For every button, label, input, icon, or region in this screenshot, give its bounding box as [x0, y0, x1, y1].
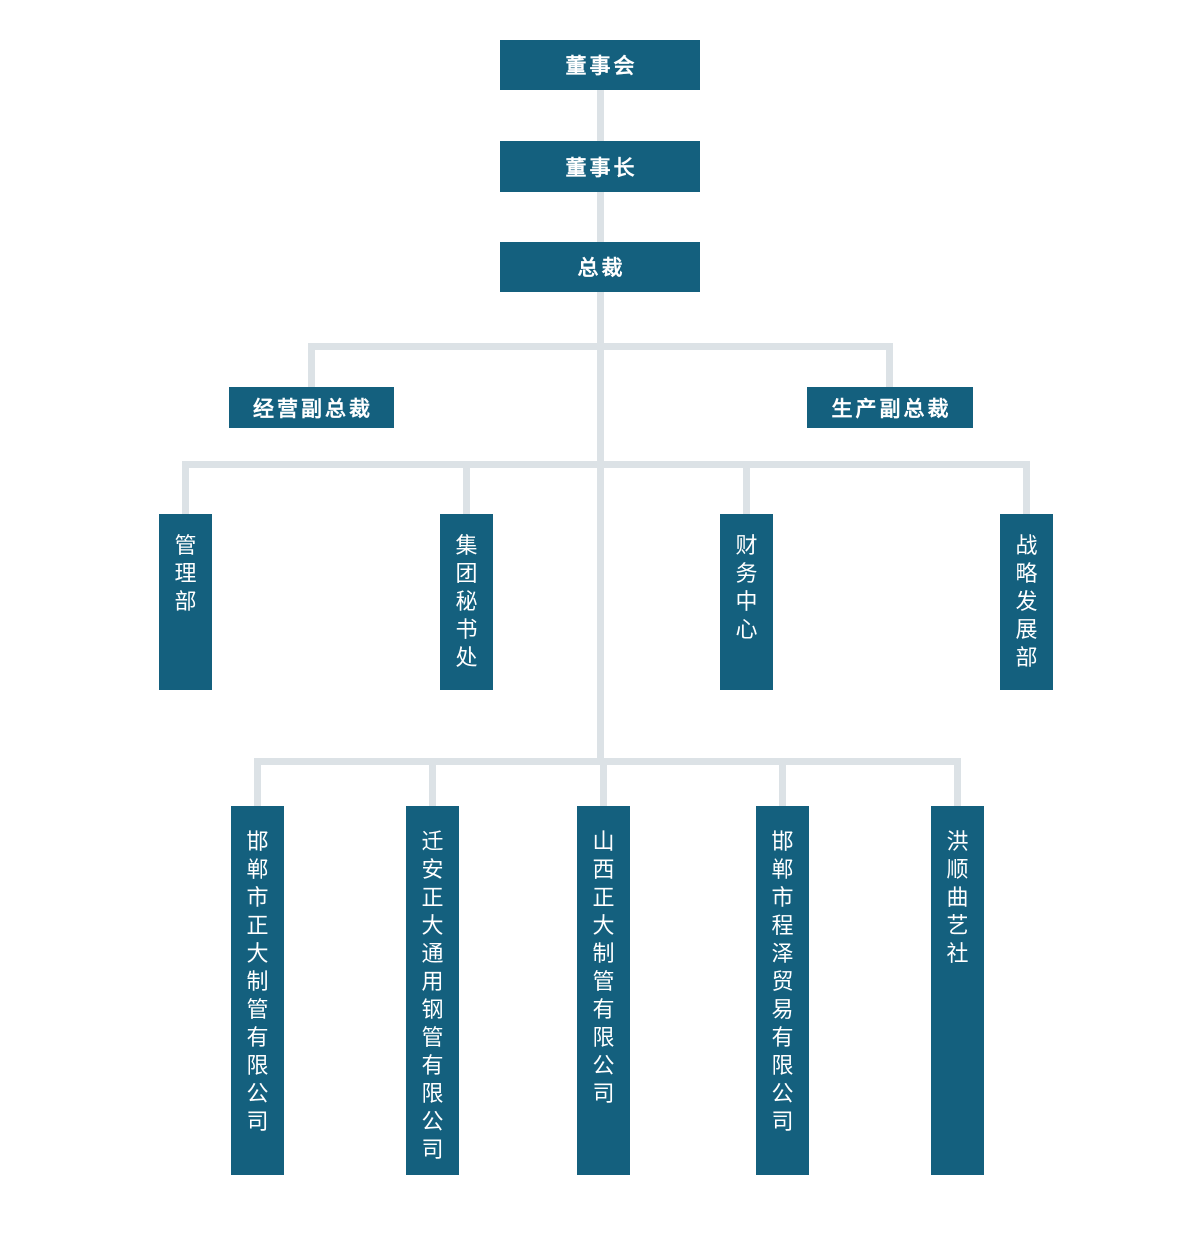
connector-subsidiary-1-drop: [254, 758, 261, 806]
node-dept-group-secretariat: 集团秘书处: [440, 514, 493, 690]
connector-vp-rail: [308, 343, 893, 350]
connector-subsidiary-4-drop: [779, 758, 786, 806]
node-subsidiary-qianan-zhengda-steel-pipe: 迁安正大通用钢管有限公司: [406, 806, 459, 1175]
connector-subsidiary-rail: [254, 758, 961, 765]
node-subsidiary-handan-chengze-trading: 邯郸市程泽贸易有限公司: [756, 806, 809, 1175]
node-subsidiary-shanxi-zhengda-pipe: 山西正大制管有限公司: [577, 806, 630, 1175]
node-president-label: 总裁: [577, 256, 626, 280]
node-subsidiary-handan-chengze-trading-label: 邯郸市程泽贸易有限公司: [771, 829, 794, 1134]
node-chairman-label: 董事长: [565, 155, 638, 180]
connector-dept-secretariat-drop: [463, 461, 470, 514]
connector-chairman-president: [597, 192, 604, 242]
node-vp-operations-label: 经营副总裁: [253, 396, 373, 421]
connector-vp-production-drop: [886, 343, 893, 387]
node-dept-finance-center-label: 财务中心: [735, 533, 758, 642]
node-vp-operations: 经营副总裁: [229, 387, 394, 428]
node-dept-finance-center: 财务中心: [720, 514, 773, 690]
connector-subsidiary-5-drop: [954, 758, 961, 806]
node-subsidiary-handan-zhengda-pipe: 邯郸市正大制管有限公司: [231, 806, 284, 1175]
node-subsidiary-hongshun-folk-art-troupe-label: 洪顺曲艺社: [946, 829, 969, 966]
node-dept-group-secretariat-label: 集团秘书处: [455, 533, 478, 670]
node-president: 总裁: [500, 242, 700, 292]
node-dept-management: 管理部: [159, 514, 212, 690]
node-chairman: 董事长: [500, 141, 700, 192]
node-subsidiary-qianan-zhengda-steel-pipe-label: 迁安正大通用钢管有限公司: [421, 829, 444, 1162]
connector-president-trunk: [597, 292, 604, 762]
connector-department-rail: [182, 461, 1030, 468]
node-dept-strategic-development-label: 战略发展部: [1015, 533, 1038, 670]
connector-dept-finance-drop: [743, 461, 750, 514]
node-vp-production: 生产副总裁: [807, 387, 973, 428]
connector-dept-management-drop: [182, 461, 189, 514]
connector-subsidiary-2-drop: [429, 758, 436, 806]
node-board-of-directors: 董事会: [500, 40, 700, 90]
node-subsidiary-hongshun-folk-art-troupe: 洪顺曲艺社: [931, 806, 984, 1175]
node-dept-strategic-development: 战略发展部: [1000, 514, 1053, 690]
connector-vp-operations-drop: [308, 343, 315, 387]
node-dept-management-label: 管理部: [174, 533, 197, 614]
connector-subsidiary-3-drop: [600, 758, 607, 806]
node-subsidiary-shanxi-zhengda-pipe-label: 山西正大制管有限公司: [592, 829, 615, 1106]
connector-dept-strategy-drop: [1023, 461, 1030, 514]
node-vp-production-label: 生产副总裁: [831, 396, 952, 421]
connector-board-chairman: [597, 90, 604, 141]
node-subsidiary-handan-zhengda-pipe-label: 邯郸市正大制管有限公司: [246, 829, 269, 1134]
node-board-of-directors-label: 董事会: [565, 54, 638, 78]
